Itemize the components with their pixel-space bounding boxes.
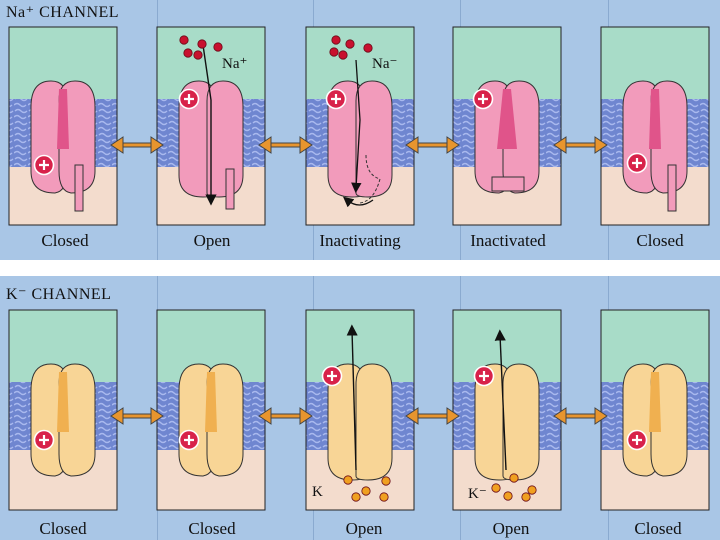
positive-charge-icon	[33, 154, 55, 176]
k-ion	[509, 473, 519, 483]
na-ion	[183, 48, 193, 58]
ion-flow-arrow-icon	[346, 324, 358, 471]
na-ion	[179, 35, 189, 45]
double-arrow-icon	[553, 136, 608, 154]
section-divider	[0, 260, 720, 276]
double-arrow-icon	[405, 407, 460, 425]
inactivation-gate	[491, 176, 525, 192]
positive-charge-icon	[321, 365, 343, 387]
k-ion	[379, 492, 389, 502]
k-ion-label-open-2: K⁻	[468, 486, 487, 502]
na-ion-label-inactivating: Na⁻	[372, 56, 397, 72]
positive-charge-icon	[178, 88, 200, 110]
na-ion	[363, 43, 373, 53]
k-state-label-4: Open	[492, 519, 530, 538]
na-ion-label-open: Na⁺	[222, 56, 247, 72]
na-ion	[197, 39, 207, 49]
k-state-label-3: Open	[345, 519, 383, 538]
positive-charge-icon	[626, 152, 648, 174]
positive-charge-icon	[626, 429, 648, 451]
double-arrow-icon	[553, 407, 608, 425]
na-state-label-5: Closed	[636, 231, 684, 250]
k-ion	[521, 492, 531, 502]
k-state-label-2: Closed	[188, 519, 236, 538]
inactivation-gate	[667, 164, 677, 212]
positive-charge-icon	[33, 429, 55, 451]
double-arrow-icon	[110, 136, 164, 154]
ion-flow-arrow-icon	[351, 59, 362, 194]
inactivation-gate	[74, 164, 84, 212]
na-state-label-1: Closed	[41, 231, 89, 250]
positive-charge-icon	[178, 429, 200, 451]
na-state-label-4: Inactivated	[470, 231, 546, 250]
k-ion	[503, 491, 513, 501]
positive-charge-icon	[325, 88, 347, 110]
ion-flow-arrow-icon	[343, 196, 374, 208]
positive-charge-icon	[473, 365, 495, 387]
na-ion	[345, 39, 355, 49]
double-arrow-icon	[258, 136, 313, 154]
k-ion-label-open: K	[312, 484, 323, 500]
channel-panel	[600, 309, 710, 511]
k-ion	[351, 492, 361, 502]
k-state-label-1: Closed	[39, 519, 87, 538]
k-ion	[343, 475, 353, 485]
na-ion	[213, 42, 223, 52]
k-ion	[491, 483, 501, 493]
k-channel-title: K⁻ CHANNEL	[6, 286, 112, 303]
k-ion	[381, 476, 391, 486]
na-ion	[338, 50, 348, 60]
inactivation-gate	[225, 168, 235, 210]
na-state-label-2: Open	[193, 231, 231, 250]
positive-charge-icon	[472, 88, 494, 110]
na-ion	[193, 50, 203, 60]
double-arrow-icon	[110, 407, 164, 425]
gate-swing	[359, 154, 381, 204]
ion-flow-arrow-icon	[494, 329, 507, 471]
na-ion	[331, 35, 341, 45]
k-state-label-5: Closed	[634, 519, 682, 538]
k-ion	[361, 486, 371, 496]
na-state-label-3: Inactivating	[319, 231, 401, 250]
ion-flow-arrow-icon	[202, 44, 217, 206]
double-arrow-icon	[405, 136, 460, 154]
double-arrow-icon	[258, 407, 313, 425]
channel-panel	[8, 309, 118, 511]
na-ion	[329, 47, 339, 57]
na-channel-title: Na⁺ CHANNEL	[6, 4, 120, 21]
k-ion	[527, 485, 537, 495]
